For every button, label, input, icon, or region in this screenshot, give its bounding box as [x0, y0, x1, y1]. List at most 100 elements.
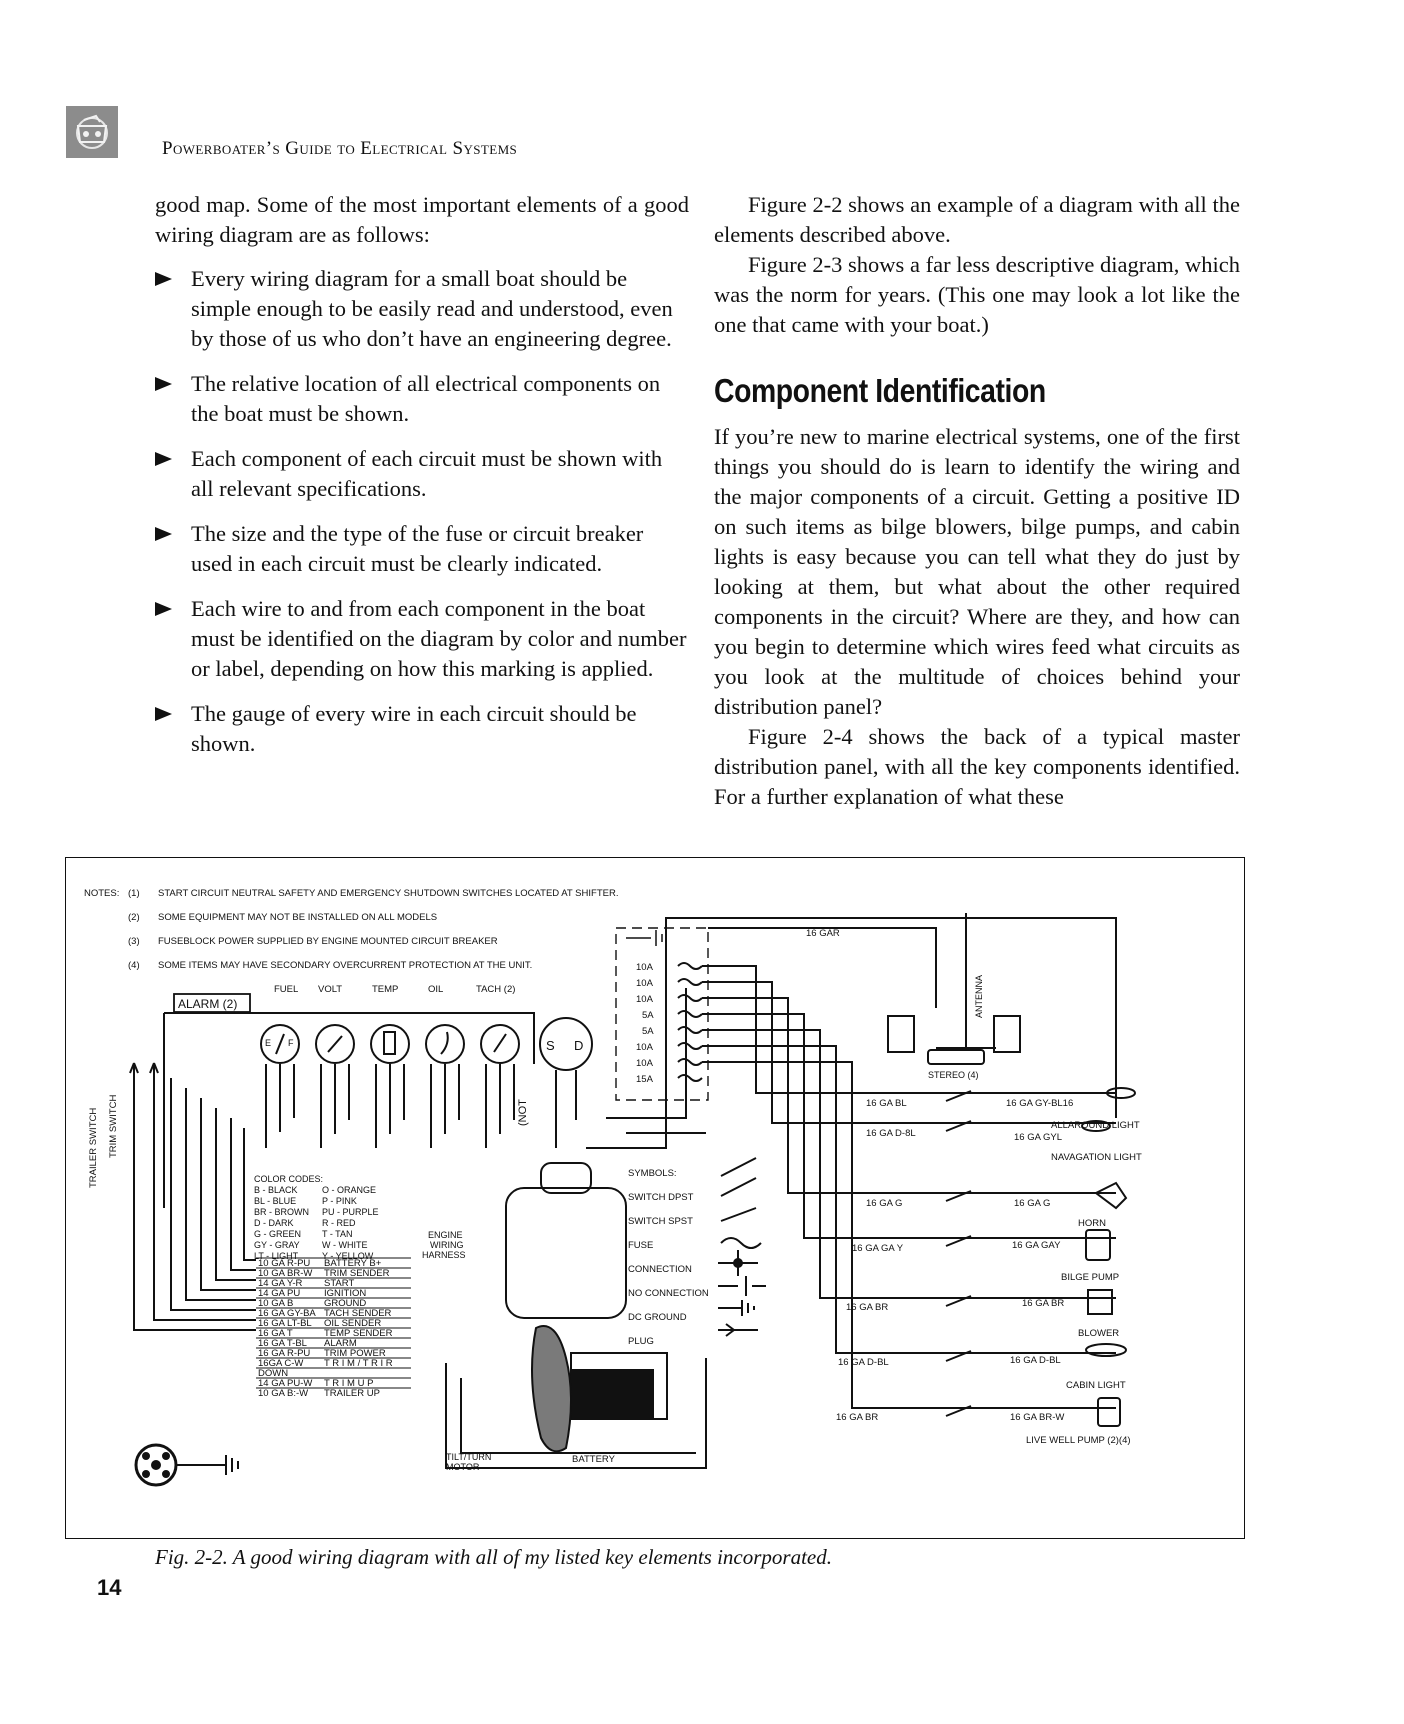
- color-code: B - BLACK: [254, 1185, 298, 1195]
- paragraph-component-id: If you’re new to marine electrical syste…: [714, 424, 1240, 719]
- harness-label: ENGINE: [428, 1230, 463, 1240]
- paragraph-figure-2-4: Figure 2-4 shows the back of a typical m…: [714, 724, 1240, 809]
- color-code: P - PINK: [322, 1196, 357, 1206]
- color-code: O - ORANGE: [322, 1185, 376, 1195]
- fuel-full-mark: F: [288, 1038, 294, 1048]
- paragraph-figure-2-2: Figure 2-2 shows an example of a diagram…: [714, 192, 1240, 247]
- trim-switch-label: TRIM SWITCH: [108, 1095, 119, 1158]
- device-label: CABIN LIGHT: [1066, 1380, 1126, 1391]
- symbol-label: NO CONNECTION: [628, 1288, 709, 1299]
- circuit-wire-right: 16 GA GAY: [1012, 1240, 1061, 1251]
- device-label: LIVE WELL PUMP (2)(4): [1026, 1435, 1131, 1446]
- color-code: PU - PURPLE: [322, 1207, 379, 1217]
- harness-label: WIRING: [430, 1240, 464, 1250]
- note-text: SOME EQUIPMENT MAY NOT BE INSTALLED ON A…: [158, 912, 437, 923]
- list-item: The relative location of all electrical …: [155, 369, 689, 429]
- top-wire-label: 16 GAR: [806, 928, 840, 939]
- circuit-wire-right: 16 GA GYL: [1014, 1132, 1062, 1143]
- trailer-switch-label: TRAILER SWITCH: [88, 1108, 99, 1188]
- harness-function: OIL SENDER: [324, 1318, 381, 1329]
- bullet-arrow-icon: [155, 272, 172, 286]
- left-column: good map. Some of the most important ele…: [155, 190, 689, 774]
- symbol-label: DC GROUND: [628, 1312, 687, 1323]
- ignition-start-mark: S: [546, 1038, 555, 1053]
- circuit-wire-right: 16 GA GY-BL16: [1006, 1098, 1073, 1109]
- tilt-turn-label: MOTOR: [446, 1462, 480, 1472]
- note-text: FUSEBLOCK POWER SUPPLIED BY ENGINE MOUNT…: [158, 936, 498, 947]
- bullet-arrow-icon: [155, 602, 172, 616]
- color-code: T - TAN: [322, 1229, 353, 1239]
- harness-gauge: DOWN: [258, 1368, 288, 1379]
- color-codes-title: COLOR CODES:: [254, 1174, 323, 1184]
- bullet-arrow-icon: [155, 377, 172, 391]
- not-label: (NOT: [517, 1099, 529, 1126]
- ignition-drive-mark: D: [574, 1038, 583, 1053]
- book-logo-icon: [66, 106, 118, 158]
- harness-function: ALARM: [324, 1338, 357, 1349]
- symbol-label: PLUG: [628, 1336, 654, 1347]
- note-number: (3): [128, 936, 140, 947]
- harness-function: TEMP SENDER: [324, 1328, 393, 1339]
- list-item: Each component of each circuit must be s…: [155, 444, 689, 504]
- harness-gauge: 16 GA LT-BL: [258, 1318, 312, 1329]
- harness-function: TRIM POWER: [324, 1348, 386, 1359]
- harness-gauge: 10 GA R-PU: [258, 1258, 310, 1269]
- symbol-label: FUSE: [628, 1240, 653, 1251]
- harness-function: TRAILER UP: [324, 1388, 380, 1399]
- harness-function: TRIM SENDER: [324, 1268, 390, 1279]
- harness-gauge: 16 GA GY-BA: [258, 1308, 316, 1319]
- harness-function: T R I M U P: [324, 1378, 373, 1389]
- circuit-wire-left: 16 GA BR: [846, 1302, 888, 1313]
- circuit-wire-left: 16 GA G: [866, 1198, 902, 1209]
- harness-gauge: 10 GA B:-W: [258, 1388, 308, 1399]
- note-number: (2): [128, 912, 140, 923]
- device-label: HORN: [1078, 1218, 1106, 1229]
- gauge-label-tach: TACH (2): [476, 984, 515, 995]
- note-number: (4): [128, 960, 140, 971]
- fuse-rating: 10A: [636, 962, 654, 973]
- fuse-rating: 10A: [636, 1042, 654, 1053]
- bullet-arrow-icon: [155, 527, 172, 541]
- page-number: 14: [97, 1575, 122, 1600]
- paragraph-figure-2-3: Figure 2-3 shows a far less descriptive …: [714, 252, 1240, 337]
- harness-gauge: 14 GA PU: [258, 1288, 300, 1299]
- harness-gauge: 10 GA BR-W: [258, 1268, 312, 1279]
- gauge-label-temp: TEMP: [372, 984, 398, 995]
- list-item: Each wire to and from each component in …: [155, 594, 689, 684]
- color-code: BL - BLUE: [254, 1196, 296, 1206]
- circuit-wire-left: 16 GA BL: [866, 1098, 907, 1109]
- figure-caption: Fig. 2-2. A good wiring diagram with all…: [155, 1545, 832, 1569]
- key-elements-list: Every wiring diagram for a small boat sh…: [155, 264, 689, 759]
- list-item: The size and the type of the fuse or cir…: [155, 519, 689, 579]
- circuit-wire-left: 16 GA GA Y: [852, 1243, 904, 1254]
- gauge-label-oil: OIL: [428, 984, 443, 995]
- circuit-wire-right: 16 GA G: [1014, 1198, 1050, 1209]
- fuse-rating: 5A: [642, 1026, 654, 1037]
- bullet-arrow-icon: [155, 707, 172, 721]
- intro-paragraph: good map. Some of the most important ele…: [155, 192, 689, 247]
- list-item: The gauge of every wire in each circuit …: [155, 699, 689, 759]
- fuse-rating: 10A: [636, 978, 654, 989]
- circuit-wire-left: 16 GA D-8L: [866, 1128, 916, 1139]
- running-head: Powerboater’s Guide to Electrical System…: [162, 138, 518, 159]
- note-text: START CIRCUIT NEUTRAL SAFETY AND EMERGEN…: [158, 888, 618, 899]
- bullet-arrow-icon: [155, 452, 172, 466]
- circuit-wire-right: 16 GA BR: [1022, 1298, 1064, 1309]
- harness-function: TACH SENDER: [324, 1308, 392, 1319]
- circuit-wire-right: 16 GA D-BL: [1010, 1355, 1061, 1366]
- device-label: BLOWER: [1078, 1328, 1119, 1339]
- gauge-label-volt: VOLT: [318, 984, 342, 995]
- circuit-wire-right: 16 GA BR-W: [1010, 1412, 1064, 1423]
- color-code: R - RED: [322, 1218, 356, 1228]
- color-code: BR - BROWN: [254, 1207, 309, 1217]
- harness-gauge: 16 GA T: [258, 1328, 293, 1339]
- right-column: Figure 2-2 shows an example of a diagram…: [714, 190, 1240, 812]
- notes-label: NOTES:: [84, 888, 119, 899]
- wiring-diagram: NOTES: (1) START CIRCUIT NEUTRAL SAFETY …: [84, 888, 1142, 1487]
- fuse-rating: 10A: [636, 994, 654, 1005]
- fuel-empty-mark: E: [265, 1038, 271, 1048]
- harness-gauge: 14 GA Y-R: [258, 1278, 303, 1289]
- harness-gauge: 16GA C-W: [258, 1358, 303, 1369]
- harness-gauge: 16 GA R-PU: [258, 1348, 310, 1359]
- color-code: D - DARK: [254, 1218, 294, 1228]
